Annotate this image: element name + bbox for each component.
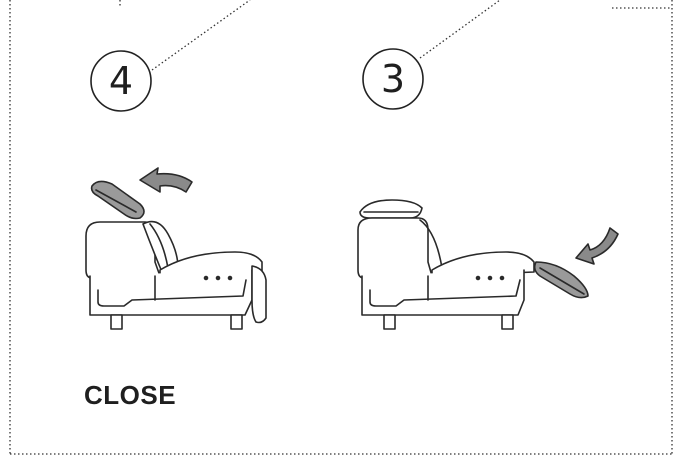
step-4-circle (90, 50, 152, 112)
sofa-step-3-diagram (357, 199, 619, 330)
sofa-step-4-diagram (85, 167, 267, 330)
dotted-border (9, 0, 673, 455)
close-caption: CLOSE (84, 380, 177, 410)
leader-lines (151, 0, 501, 71)
step-number-4: 4 (108, 59, 134, 103)
step-3-circle (362, 48, 424, 110)
step-number-3: 3 (380, 57, 406, 101)
